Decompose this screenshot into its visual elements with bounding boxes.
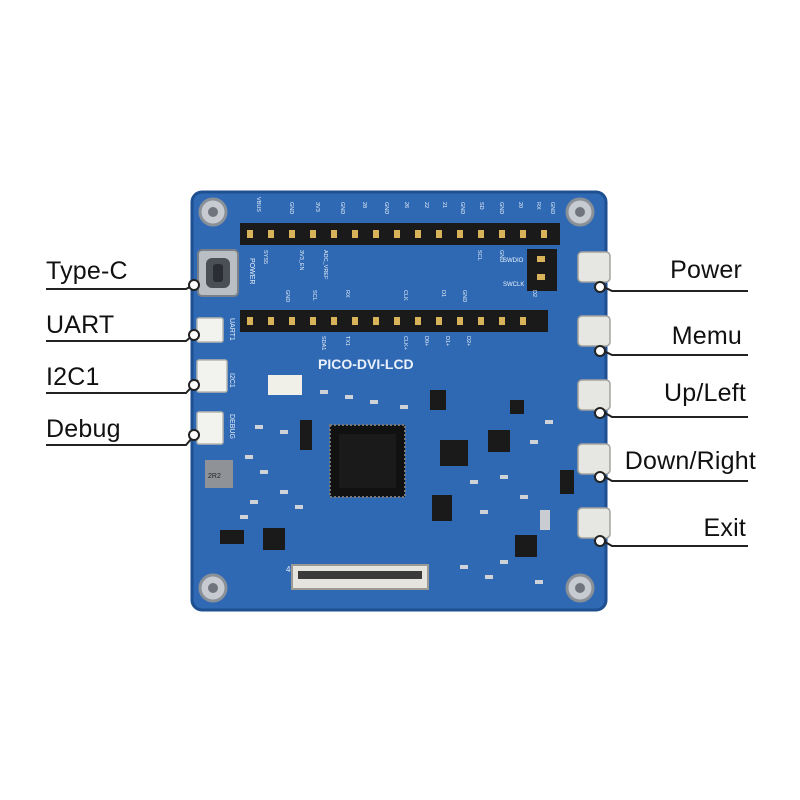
svg-text:21: 21 xyxy=(441,202,447,208)
svg-text:GND: GND xyxy=(284,290,290,302)
callout-label-type-c: Type-C xyxy=(46,257,128,285)
svg-text:SDA1: SDA1 xyxy=(320,336,326,350)
svg-text:GND: GND xyxy=(459,202,465,214)
svg-text:GND: GND xyxy=(383,202,389,214)
svg-text:26: 26 xyxy=(403,202,409,208)
top-pin-labels: VBUS GND 3V3 GND 28 GND 26 22 21 GND GND… xyxy=(255,197,555,214)
svg-text:D1+: D1+ xyxy=(444,336,450,346)
silk-title: PICO-DVI-LCD xyxy=(318,356,414,372)
silk-uart1: UART1 xyxy=(228,318,235,341)
svg-text:GND: GND xyxy=(461,290,467,302)
silk-swclk: SWCLK xyxy=(503,282,524,288)
svg-text:22: 22 xyxy=(423,202,429,208)
callout-label-i2c1: I2C1 xyxy=(46,363,100,391)
components xyxy=(205,375,574,557)
callout-dots-left xyxy=(188,279,200,441)
callout-label-power: Power xyxy=(670,256,742,284)
callout-label-uart: UART xyxy=(46,311,115,339)
silk-swdio: SWDIO xyxy=(503,258,524,264)
main-chip xyxy=(329,424,406,498)
svg-text:3V3: 3V3 xyxy=(314,202,320,212)
inductor-marking: 2R2 xyxy=(208,473,221,480)
mid-pin-labels: GND SCL RX CLK D1 GND D2 xyxy=(284,290,537,302)
svg-text:TX1: TX1 xyxy=(344,336,350,346)
mounting-holes xyxy=(198,197,595,603)
silk-i2c1: I2C1 xyxy=(228,373,235,388)
jst-connectors xyxy=(196,317,228,445)
silk-debug: DEBUG xyxy=(228,414,235,439)
fpc-connector xyxy=(291,564,429,590)
svg-text:D1: D1 xyxy=(440,290,446,297)
svg-text:SD: SD xyxy=(478,202,484,210)
svg-text:VBUS: VBUS xyxy=(255,197,261,212)
usb-c-port xyxy=(197,249,239,297)
svg-text:28: 28 xyxy=(361,202,367,208)
top-second-row-labels: SYS5 3V3_EN ADC_VREF SCL GND xyxy=(262,250,504,280)
svg-text:SCL: SCL xyxy=(311,290,317,301)
svg-text:GND: GND xyxy=(498,250,504,262)
svg-text:GND: GND xyxy=(498,202,504,214)
svg-text:RX: RX xyxy=(535,202,541,210)
mid-second-row-labels: SDA1 TX1 CLK+ D0+ D1+ D2+ xyxy=(320,336,471,350)
svg-text:3V3_EN: 3V3_EN xyxy=(298,250,304,271)
svg-text:GND: GND xyxy=(339,202,345,214)
swd-header xyxy=(527,249,557,291)
callout-label-up-left: Up/Left xyxy=(663,379,746,407)
svg-text:SCL: SCL xyxy=(476,250,482,261)
svg-text:GND: GND xyxy=(288,202,294,214)
svg-text:ADC_VREF: ADC_VREF xyxy=(322,250,328,280)
svg-text:20: 20 xyxy=(517,202,523,208)
callout-dots-right xyxy=(594,281,606,547)
middle-pin-header xyxy=(240,310,548,332)
silk-conn-40: 40 xyxy=(286,565,295,574)
svg-text:GND: GND xyxy=(549,202,555,214)
callout-label-memu: Memu xyxy=(671,322,742,350)
svg-text:RX: RX xyxy=(344,290,350,298)
svg-text:SYS5: SYS5 xyxy=(262,250,268,264)
svg-text:D2+: D2+ xyxy=(465,336,471,346)
passive-components xyxy=(240,390,553,584)
svg-text:D0+: D0+ xyxy=(423,336,429,346)
svg-text:D2: D2 xyxy=(531,290,537,297)
callout-label-down-right: Down/Right xyxy=(624,447,756,475)
callout-label-debug: Debug xyxy=(46,415,121,443)
callout-label-exit: Exit xyxy=(703,514,746,542)
silk-power: POWER xyxy=(248,258,255,284)
tactile-buttons xyxy=(577,251,611,539)
svg-text:CLK+: CLK+ xyxy=(402,336,408,350)
svg-text:CLK: CLK xyxy=(402,290,408,301)
top-pin-header xyxy=(240,223,560,245)
